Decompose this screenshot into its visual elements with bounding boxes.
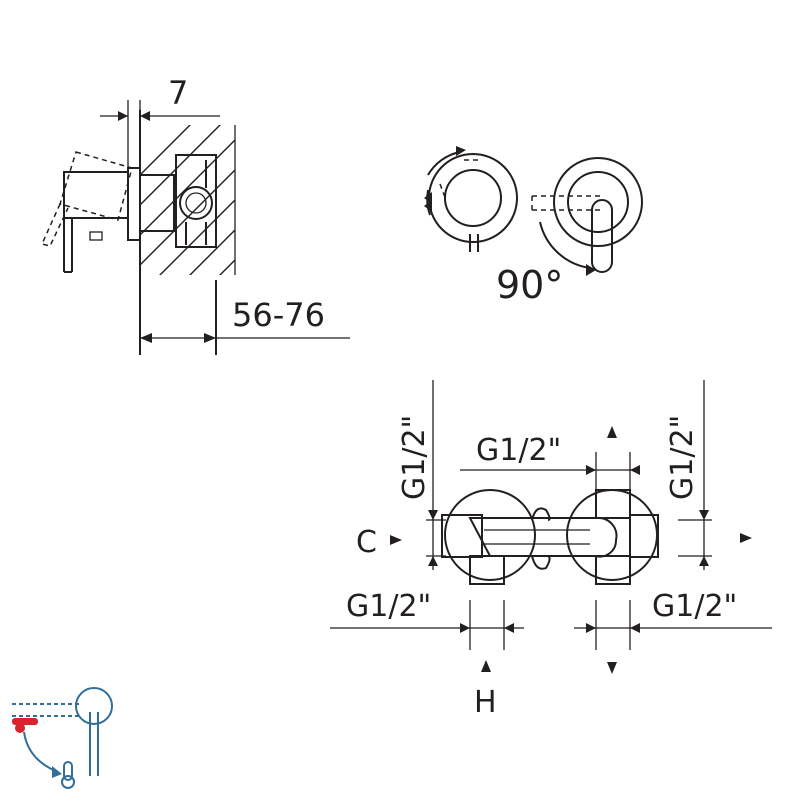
lever-rotated-dashed — [59, 151, 133, 221]
lever-horizontal-dashed — [531, 195, 600, 211]
temperature-icon — [61, 761, 75, 789]
mixer-lever-icon — [12, 687, 113, 789]
dim-bottom-right: G1/2" — [652, 589, 737, 624]
port-right — [629, 514, 659, 558]
cartridge-circle — [179, 186, 213, 220]
dim-install-depth: 56-76 — [232, 296, 325, 334]
outlet-arrow-bottom — [607, 662, 617, 674]
outlet-arrow-right — [740, 533, 752, 543]
port-bottom-right — [595, 555, 631, 585]
body-round-left — [444, 489, 536, 581]
rotation-arc-90 — [539, 221, 591, 269]
lever-vertical — [591, 199, 613, 273]
side-view: 7 56-76 — [40, 74, 350, 355]
frame-background — [6, 6, 796, 796]
port-top-right — [595, 489, 631, 519]
valve-housing — [175, 154, 217, 248]
label-cold: C — [356, 525, 377, 560]
port-left — [441, 514, 483, 558]
dim-bottom-left: G1/2" — [346, 589, 431, 624]
outlet-arrow-top — [607, 426, 617, 438]
dim-cover-thickness: 7 — [168, 74, 188, 112]
valve-body — [139, 174, 175, 232]
front-view: 90° — [424, 146, 643, 307]
dim-left-vertical: G1/2" — [397, 415, 432, 500]
connection-view: G1/2" C G1/2" G1/2" G1/2" H — [330, 380, 772, 720]
dim-right-vertical: G1/2" — [665, 415, 700, 500]
hot-arrow — [481, 660, 491, 672]
cold-arrow — [390, 535, 402, 545]
label-hot: H — [474, 685, 497, 720]
channel-body — [468, 517, 618, 558]
rosette-right — [553, 157, 643, 247]
port-bottom-left — [469, 555, 505, 585]
rotation-angle-label: 90° — [496, 263, 563, 307]
lever-handle — [63, 171, 129, 219]
dim-top-horizontal: G1/2" — [476, 433, 561, 468]
